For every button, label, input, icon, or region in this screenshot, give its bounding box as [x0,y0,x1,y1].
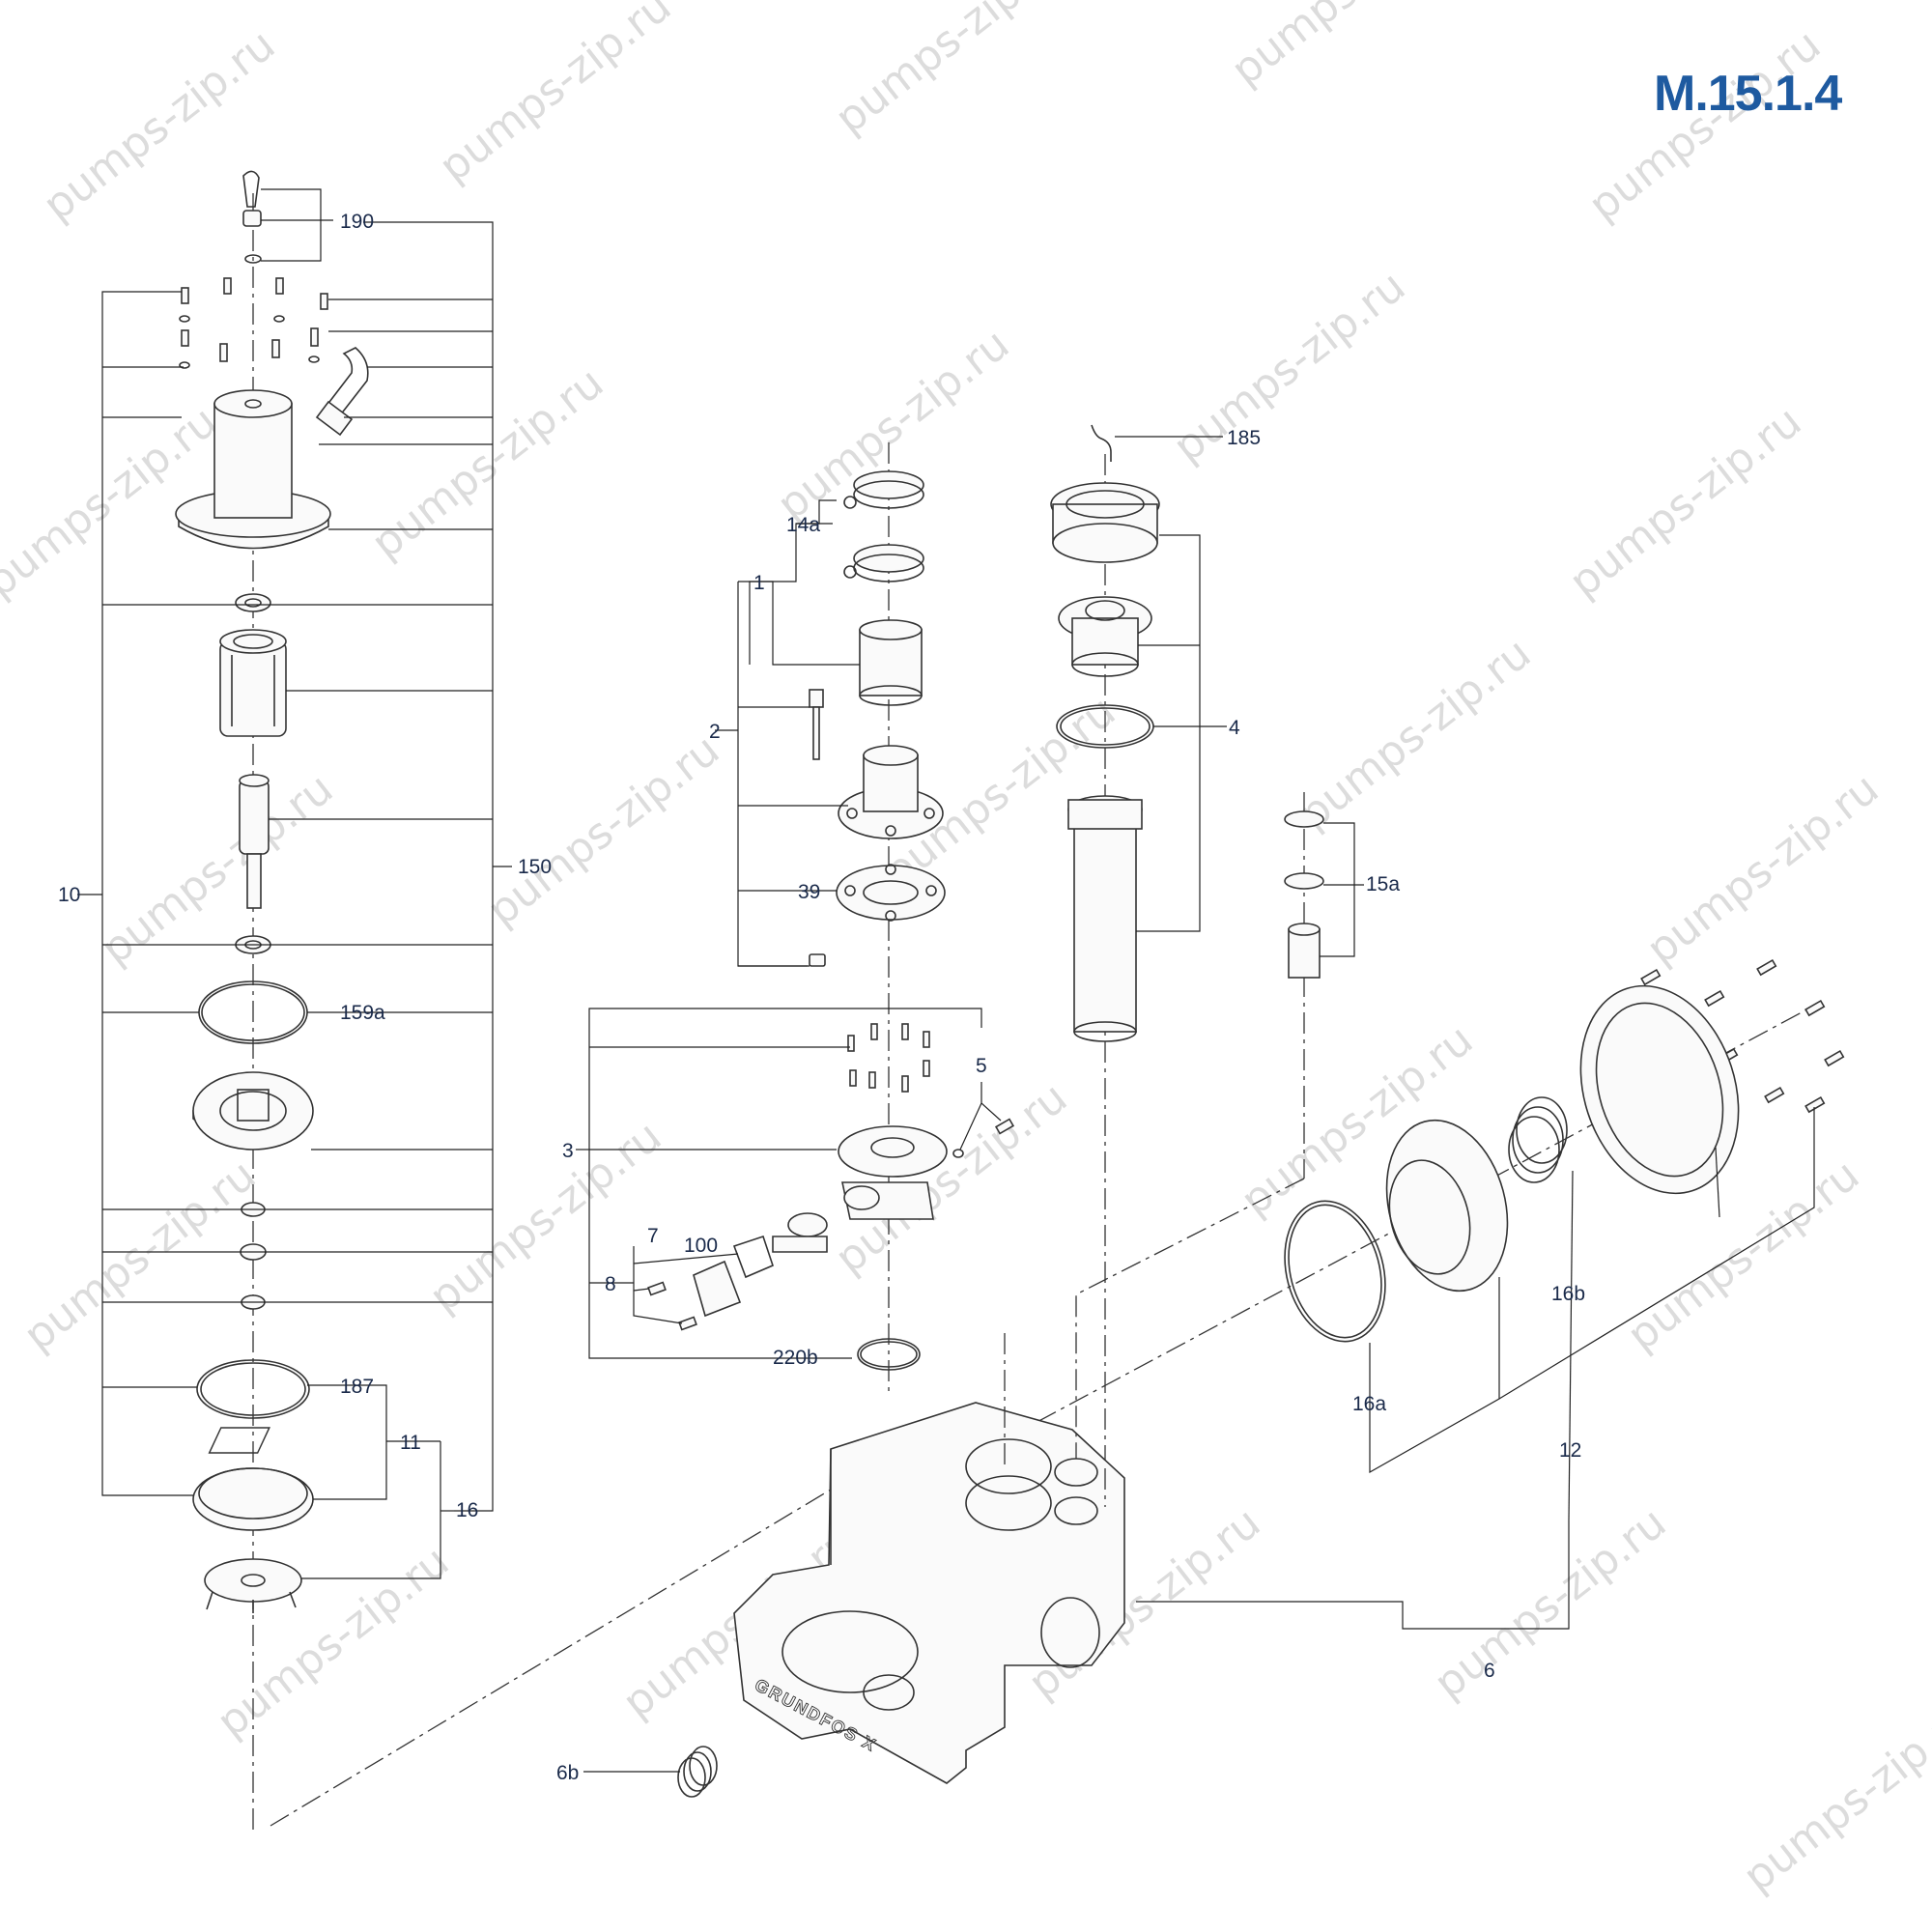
o-ring-part [201,983,305,1041]
page-title: M.15.1.4 [1654,66,1842,122]
watermark: pumps-zip.ru [1164,262,1414,472]
flange-gasket-part [836,864,946,922]
o-ring-part [1288,1204,1382,1339]
valve-body-part [838,1125,948,1220]
callout-2: 2 [709,721,721,743]
leader-lines [1115,436,1227,932]
watermark: pumps-zip.ru [1290,629,1540,839]
cover-gasket-part [732,1235,774,1279]
screws-part [179,277,328,369]
callout-6b: 6b [556,1762,579,1784]
cable-fitting-part [242,170,262,264]
discharge-assembly: 14a 1 2 39 3 5 7 100 8 220b [562,442,1015,1391]
callout-4: 4 [1229,717,1240,739]
callout-16b: 16b [1551,1283,1585,1305]
leader-lines [1136,1107,1815,1630]
screws-part [847,1023,930,1093]
watermark: pumps-zip.ru [92,764,342,975]
callout-187: 187 [340,1376,374,1398]
motor-top-cover-part [175,389,331,550]
float-housing-part [1058,596,1152,677]
watermark: pumps-zip.ru [1579,20,1830,231]
sleeve-part [859,619,923,706]
watermark: pumps-zip.ru [430,0,680,192]
drain-spring-part: 6b [556,1746,718,1798]
vent-hose-part [1091,424,1112,462]
valve-flap-part [772,1212,828,1253]
leader-lines [576,499,1002,1359]
callout-16: 16 [456,1499,478,1521]
callout-1: 1 [753,572,765,594]
cover-part [647,1260,742,1331]
bolt-part [809,689,824,760]
callout-5: 5 [976,1055,987,1077]
assembly-axes [1004,1178,1305,1507]
flanged-pipe-part [838,745,944,839]
callout-190: 190 [340,211,374,233]
watermark: pumps-zip.ru [362,358,612,569]
leader-lines [77,188,512,1579]
gasket-part [196,1359,310,1419]
callout-6: 6 [1484,1660,1495,1682]
watermark: pumps-zip.ru [1637,764,1888,975]
callout-39: 39 [798,881,820,903]
callout-150: 150 [518,856,552,878]
gasket-part [200,1362,306,1416]
motor-assembly: 190 10 150 159a 187 11 16 [58,170,552,1835]
seal-housing-part [192,1071,314,1151]
inspection-cover-assembly: 16b 16a 12 6 [1004,958,1845,1682]
spring-part [1508,1096,1568,1183]
callout-16a: 16a [1352,1393,1386,1415]
impeller-part [204,1558,302,1613]
watermark: pumps-zip.ru [1560,397,1810,608]
watermark: pumps-zip.ru [1222,0,1472,96]
callout-7: 7 [647,1225,659,1247]
callout-159a: 159a [340,1002,385,1024]
tank-cap-part [1050,482,1160,563]
watermark: pumps-zip.ru [420,1112,670,1322]
bearing-part [235,593,271,612]
cable-entry-part [315,347,369,437]
hose-clamp-part [843,470,924,582]
hose-clamp-part [1284,810,1324,828]
callout-11: 11 [400,1432,421,1454]
callout-12: 12 [1559,1439,1581,1462]
o-ring-part [857,1338,921,1371]
leader-lines [1320,822,1355,957]
screw-part [952,1118,1015,1158]
riser-pipe-part [1067,795,1143,1042]
wear-ring-part [192,1467,314,1531]
callout-10: 10 [58,884,80,906]
level-tube-assembly: 185 4 [1050,424,1261,1468]
hose-clamp-part [1284,872,1324,890]
callout-8: 8 [605,1273,616,1295]
o-ring-part [860,1341,918,1368]
watermark: pumps-zip.ru [478,725,728,936]
cover-housing-part [1385,1119,1509,1293]
callout-15a: 15a [1366,873,1400,895]
o-ring-part [1060,707,1151,746]
hose-sleeve-part [1288,923,1321,979]
o-ring-part [1284,1200,1386,1343]
watermark: pumps-zip.ru [826,1073,1076,1284]
cover-plate-part [1579,984,1740,1195]
callout-14a: 14a [786,514,820,536]
callout-220b: 220b [773,1347,818,1369]
watermark: pumps-zip.ru [1425,1498,1675,1709]
nut-part [809,953,826,967]
watermark: pumps-zip.ru [826,0,1076,144]
callout-3: 3 [562,1140,574,1162]
stator-part [219,629,287,737]
watermark: pumps-zip.ru [1734,1691,1932,1902]
small-hose-assembly: 15a [1284,792,1400,1179]
callout-185: 185 [1227,427,1261,449]
callout-100: 100 [684,1235,718,1257]
cover-screws-part [1640,958,1845,1114]
rotor-part [239,774,270,909]
watermark: pumps-zip.ru [14,1151,265,1361]
